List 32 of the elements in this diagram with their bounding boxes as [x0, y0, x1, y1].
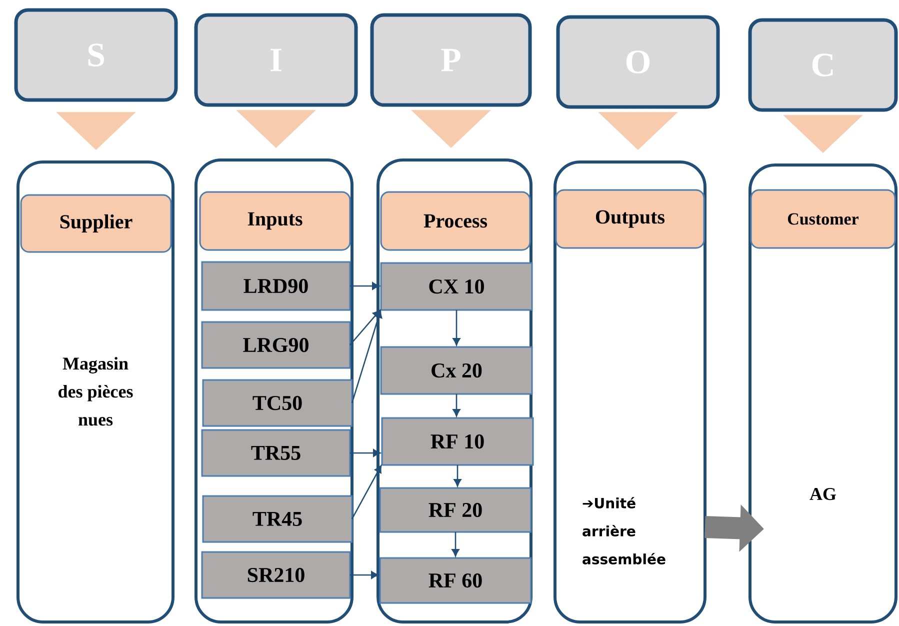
part-box: LRG90 — [201, 321, 351, 369]
arrow — [350, 571, 379, 579]
header-box: Outputs — [555, 189, 705, 249]
chevron-arrow — [236, 110, 316, 148]
column-panel — [194, 158, 354, 624]
header-box: Process — [380, 191, 531, 251]
header-box: Customer — [750, 189, 896, 249]
chevron-arrow — [411, 110, 491, 148]
arrow — [351, 310, 382, 404]
part-box: TC50 — [202, 379, 353, 427]
part-box: CX 10 — [380, 262, 533, 311]
part-box: TR45 — [202, 495, 353, 543]
part-box: SR210 — [201, 551, 351, 599]
arrow — [452, 310, 460, 346]
chevron-arrow — [783, 114, 863, 153]
arrow — [454, 465, 462, 487]
arrow — [452, 394, 460, 417]
part-box: RF 60 — [379, 557, 532, 604]
part-box: Cx 20 — [380, 346, 533, 395]
header-box: Supplier — [20, 194, 172, 253]
part-box: TR55 — [201, 429, 351, 477]
part-box: RF 20 — [379, 487, 532, 533]
column-panel — [376, 158, 532, 624]
arrow — [452, 532, 460, 557]
part-box: RF 10 — [381, 417, 534, 466]
part-box: LRD90 — [201, 261, 351, 311]
chevron-arrow — [56, 112, 136, 150]
chevron-arrow — [598, 112, 678, 150]
arrow — [351, 465, 382, 520]
header-box: Inputs — [199, 191, 351, 251]
arrow — [350, 449, 381, 457]
arrow — [350, 282, 380, 290]
